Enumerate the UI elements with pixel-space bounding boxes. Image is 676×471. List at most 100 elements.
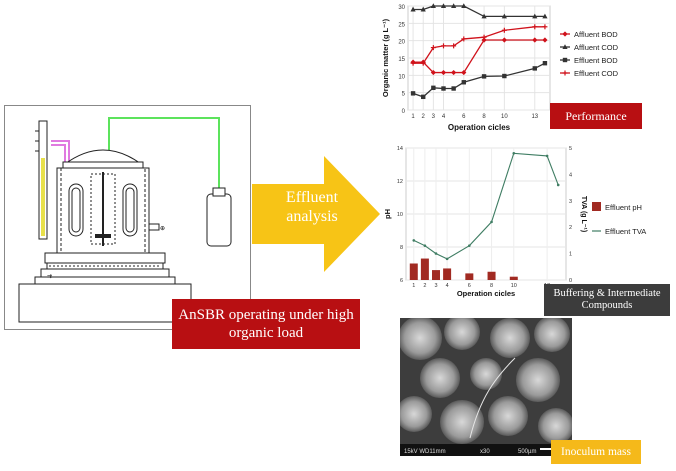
effluent-analysis-label: Effluent analysis [262,188,362,226]
sem-micrograph: 15kV WD11mm x30 500µm [400,318,572,456]
legend-label: Effluent pH [605,203,642,212]
anasbr-label-text: AnSBR operating under high organic load [178,307,354,341]
data-point [423,244,427,247]
y-tick-label: 8 [400,245,403,251]
inoculum-label: Inoculum mass [551,440,641,464]
bar [443,268,452,280]
series-line [413,5,545,18]
bar [487,271,496,280]
x-axis-label: Operation cicles [448,123,511,132]
series-affluent-cod [410,3,548,19]
y-tick-label: 6 [400,278,403,284]
y-tick-label: 10 [398,74,405,80]
data-point [501,13,507,19]
x-tick-label: 8 [490,283,493,289]
bar [465,273,474,280]
data-point [556,183,560,187]
data-point [440,69,447,76]
data-point [542,61,548,66]
legend-label: Effluent TVA [605,227,646,236]
x-tick-label: 10 [501,114,508,120]
x-tick-label: 10 [511,283,517,289]
reactor-schematic-frame: ⊕ ⇉ [4,105,251,330]
data-point [440,3,447,9]
sem-bar-text: 500µm [518,449,536,455]
sem-scale-text: 15kV WD11mm [404,449,446,455]
data-point [410,6,416,12]
y-tick-label: 5 [402,92,406,98]
data-point [461,3,467,9]
inoculum-label-text: Inoculum mass [561,446,631,458]
series-line [412,62,546,98]
x-tick-label: 3 [432,114,436,120]
bar [409,263,418,280]
data-point [410,91,416,96]
x-tick-label: 13 [531,114,538,120]
data-point [468,244,471,247]
data-point [502,73,507,79]
x-tick-label: 2 [422,114,426,120]
bar [432,270,440,280]
data-point [412,239,416,242]
y2-axis-label: TVA (g L⁻¹) [580,196,587,232]
data-point [421,94,426,100]
gas-line-tube [108,117,220,194]
y2-tick-label: 3 [569,199,572,205]
y-tick-label: 12 [397,179,403,185]
series-line [413,26,545,64]
anasbr-reactor-diagram: ⊕ ⇉ [18,117,232,323]
x-tick-label: 4 [446,283,449,289]
legend-label: Effluent BOD [574,56,618,65]
data-point [481,74,487,79]
data-point [490,220,493,224]
legend-swatch [592,202,601,211]
y-tick-label: 20 [398,40,405,46]
series-effluent-cod [410,24,548,66]
data-point [445,257,449,261]
y2-tick-label: 1 [569,252,572,258]
sem-mag-text: x30 [480,449,490,455]
series-effluent-ph [409,258,518,280]
series-effluent-tva [412,151,560,261]
legend-label: Affluent COD [574,43,619,52]
y-tick-label: 30 [398,5,405,11]
y-axis-label: pH [383,209,392,219]
x-axis-label: Operation cicles [457,289,515,298]
data-point [532,13,538,19]
data-point [430,3,436,9]
y-tick-label: 25 [398,22,405,28]
data-point [545,154,549,158]
y2-tick-label: 0 [569,278,572,284]
x-tick-label: 2 [423,283,426,289]
data-point [451,3,457,9]
data-point [512,151,516,155]
y2-tick-label: 2 [569,225,572,231]
data-point [451,86,456,91]
data-point [441,86,446,91]
y-tick-label: 10 [397,212,403,218]
effluent-analysis-text: Effluent analysis [285,189,339,225]
series-line [413,39,545,74]
data-point [420,6,426,12]
data-point [461,80,466,85]
data-point [481,13,487,19]
x-tick-label: 6 [468,283,471,289]
data-point [562,57,568,63]
legend-label: Effluent COD [574,69,619,78]
y-tick-label: 14 [397,146,403,152]
bar [509,276,518,280]
x-tick-label: 3 [434,283,437,289]
y2-tick-label: 5 [569,146,572,152]
performance-label: Performance [550,103,642,129]
y-tick-label: 15 [398,57,405,63]
buffering-label: Buffering & Intermediate Compounds [544,284,670,316]
data-point [532,66,537,71]
gas-collection-bottle [206,193,232,247]
anasbr-label: AnSBR operating under high organic load [172,299,360,349]
y-axis-label: Organic matter (g L⁻¹) [381,18,390,97]
bar [420,258,429,280]
reactor-base [44,252,166,264]
buffering-label-text: Buffering & Intermediate Compounds [553,288,661,311]
series-effluent-bod [410,61,548,100]
legend-label: Affluent BOD [574,30,618,39]
